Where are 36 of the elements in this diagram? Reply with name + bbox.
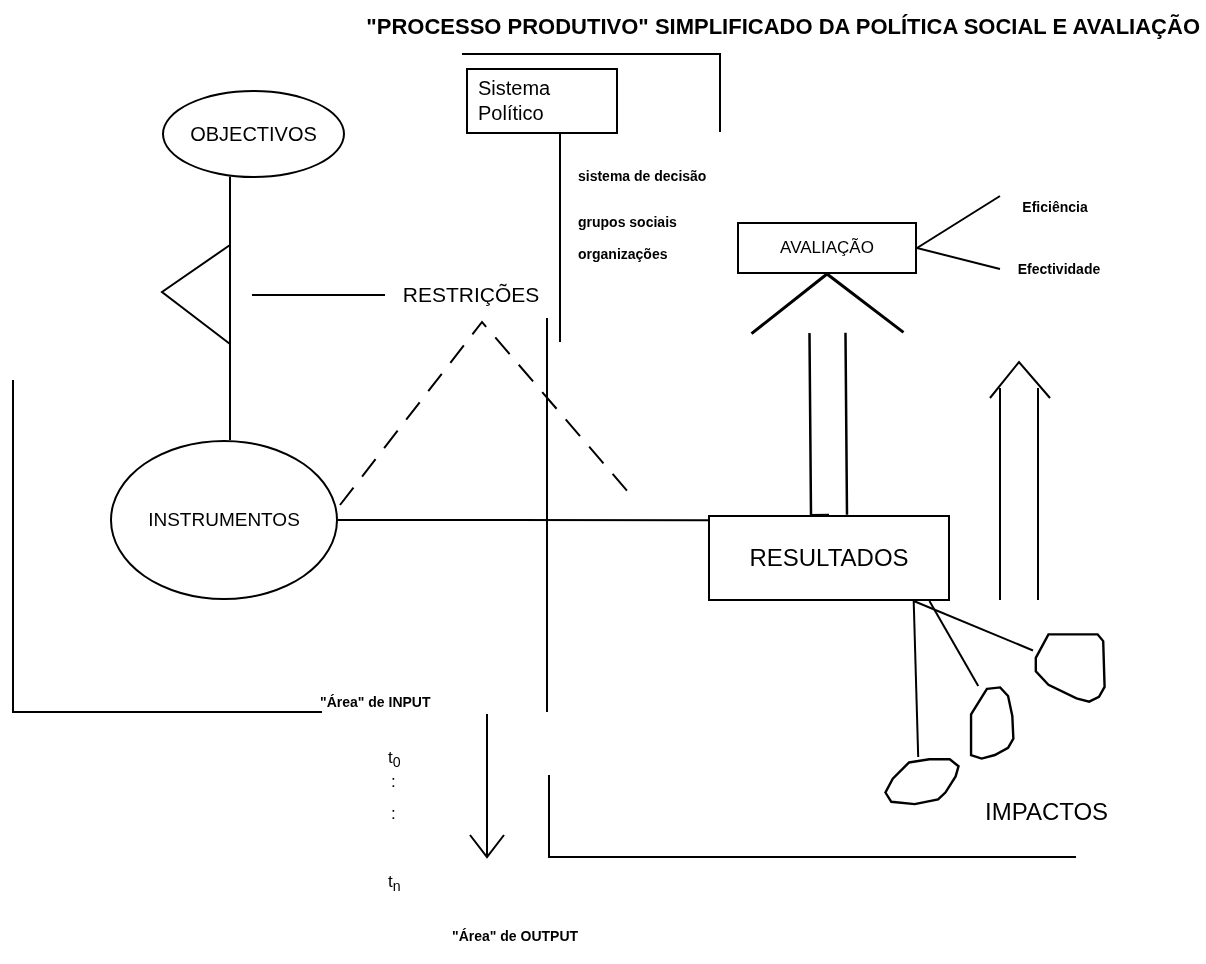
diagram-title: "PROCESSO PRODUTIVO" SIMPLIFICADO DA POLÍTICA SOCIAL E AVALIAÇÃO — [365, 14, 1200, 40]
node-label: Sistema Político — [478, 76, 552, 126]
hollow-arrow — [750, 272, 905, 517]
connector-line — [916, 247, 1001, 270]
connector-line — [912, 600, 1034, 652]
impact-label: IMPACTOS — [985, 798, 1109, 826]
objective-ellipse — [162, 90, 345, 178]
node-label: OBJECTIVOS — [190, 122, 317, 146]
connector-line — [916, 195, 1001, 249]
annotation-text: organizações — [578, 246, 668, 262]
impact-blob — [884, 757, 960, 805]
evaluation-box — [737, 222, 917, 274]
time-label: t$_{n}$ — [388, 872, 401, 895]
connector-line — [229, 175, 231, 442]
impact-blob — [1033, 633, 1106, 703]
annotation-text: sistema de decisão — [578, 168, 707, 184]
node-label: INSTRUMENTOS — [148, 509, 300, 531]
area-label: "Área" de INPUT — [320, 694, 431, 710]
ellipsis-mark: : — [391, 804, 396, 824]
efficiency-text: Eficiência — [1022, 199, 1088, 215]
annotation-text: grupos sociais — [578, 214, 677, 230]
constraint-text: RESTRIÇÕES — [402, 283, 540, 307]
result-box — [708, 515, 950, 601]
connector-line — [251, 294, 386, 296]
instrument-ellipse — [110, 440, 338, 600]
connector-line — [912, 600, 920, 758]
time-label: t$_{0}$ — [388, 748, 401, 771]
node-label: RESULTADOS — [749, 544, 909, 572]
node-label: AVALIAÇÃO — [780, 238, 874, 258]
effectiveness-text: Efectividade — [1017, 261, 1101, 277]
connector-line — [928, 600, 980, 687]
connector-line — [559, 133, 561, 343]
system-box — [466, 68, 618, 134]
connector-line — [337, 519, 709, 522]
area-label: "Área" de OUTPUT — [452, 928, 579, 944]
ellipsis-mark: : — [391, 772, 396, 792]
